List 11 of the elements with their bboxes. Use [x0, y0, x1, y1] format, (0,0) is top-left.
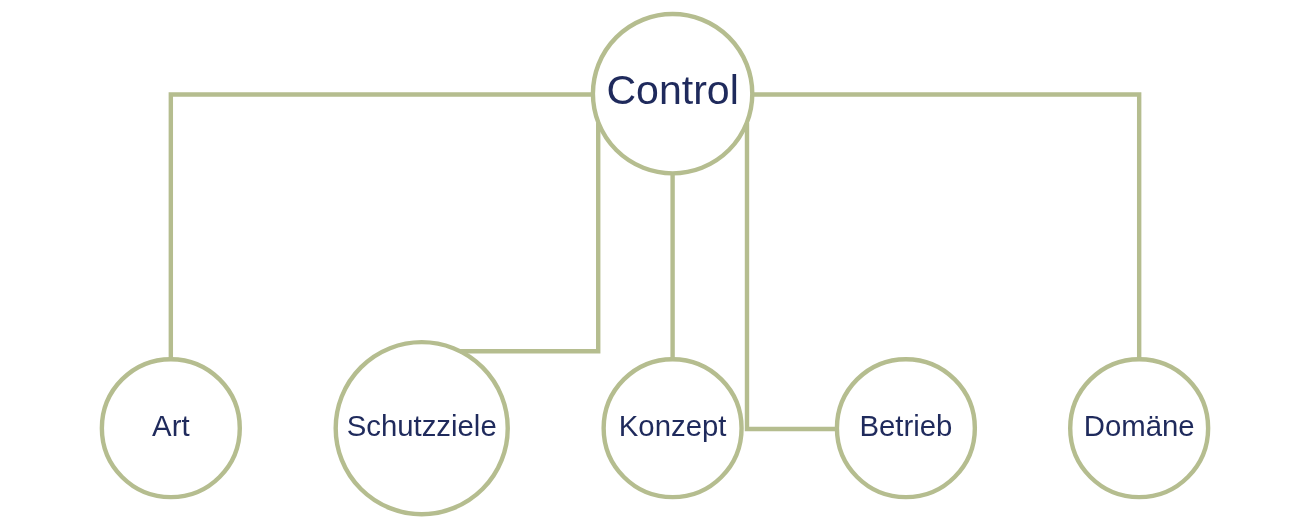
node-circle: Domäne	[1067, 357, 1210, 500]
connector	[459, 122, 600, 354]
node-circle: Control	[590, 11, 754, 176]
connector	[669, 173, 675, 359]
node-circle: Schutzziele	[333, 339, 510, 517]
connector	[744, 122, 837, 432]
connector	[752, 92, 1141, 360]
node-circle: Betrieb	[834, 357, 977, 500]
node-circle: Konzept	[600, 357, 744, 500]
connector	[168, 92, 593, 360]
node-circle: Art	[99, 357, 242, 500]
